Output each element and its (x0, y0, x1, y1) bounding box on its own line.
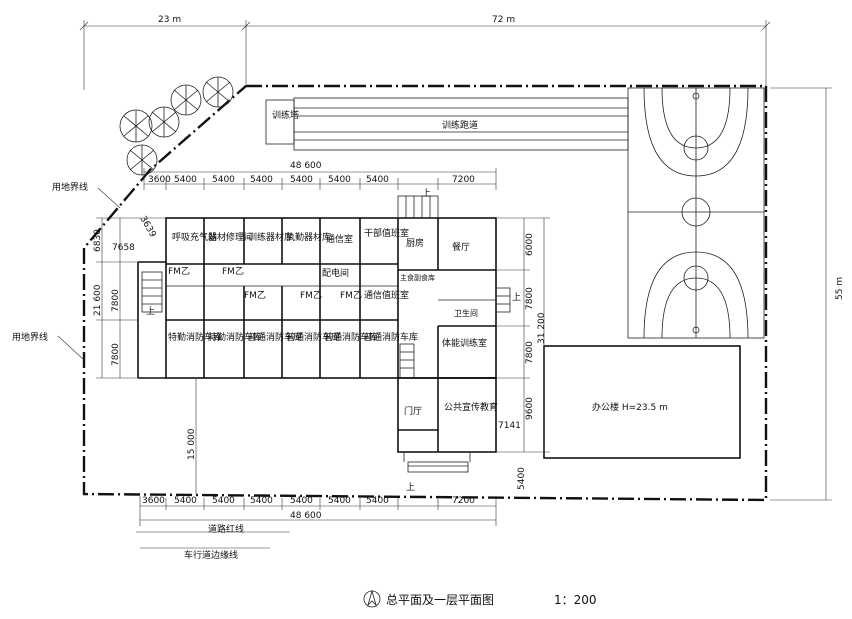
up-kitchen: 上 (422, 188, 431, 199)
door-tag-4: FM乙 (300, 290, 322, 301)
bay-top-1: 3600 (148, 175, 171, 185)
dim-r-31200: 31 200 (537, 312, 547, 344)
room-labels: 呼吸充气站 器材修理间 训练器材库 执勤器材库 通信室 干部值班室 厨房 餐厅 … (168, 227, 498, 417)
dim-r-7800-b: 7800 (525, 341, 535, 364)
drawing-scale: 1：200 (554, 593, 597, 607)
dim-55m: 55 m (835, 277, 845, 300)
bay-top-2: 5400 (174, 175, 197, 185)
site-labels: 用地界线 用地界线 道路红线 车行道边缘线 (12, 181, 290, 561)
office-building: 办公楼 H=23.5 m (543, 345, 741, 459)
dim-r-9600: 9600 (525, 397, 535, 420)
bay-top-4: 5400 (250, 175, 273, 185)
room-comm: 通信室 (326, 233, 353, 245)
dim-21600: 21 600 (93, 284, 103, 316)
top-dimension: 23 m 72 m (79, 15, 771, 96)
room-special-garage-2: 特勤消防车库 (208, 331, 262, 343)
dim-7141: 7141 (498, 421, 521, 431)
bay-top-6: 5400 (328, 175, 351, 185)
bay-bottom-7: 5400 (366, 496, 389, 506)
overall-width-bottom: 48 600 (290, 511, 322, 521)
bay-bottom-1: 3600 (142, 496, 165, 506)
up-west: 上 (146, 306, 155, 317)
overall-width-top: 48 600 (290, 161, 322, 171)
stair-kitchen (397, 195, 439, 219)
room-cadre-duty: 干部值班室 (364, 227, 409, 239)
room-comm-duty: 通信值班室 (364, 289, 409, 301)
room-dining: 餐厅 (452, 241, 470, 253)
dim-23m: 23 m (158, 15, 181, 25)
entrance-steps (407, 461, 469, 473)
dim-r-7800-a: 7800 (525, 287, 535, 310)
north-arrow-icon (363, 590, 381, 608)
bay-top-3: 5400 (212, 175, 235, 185)
stair-up-markers: 上 上 上 上 (146, 188, 521, 493)
room-staff-dining: 主食副食库 (400, 273, 435, 282)
room-equip-repair: 器材修理间 (208, 231, 253, 243)
trees (119, 76, 234, 176)
training-track-label: 训练跑道 (442, 119, 478, 131)
setback-dim: 15 000 (187, 378, 197, 494)
main-building (137, 195, 511, 473)
dim-72m: 72 m (492, 15, 515, 25)
room-power: 配电间 (322, 267, 349, 279)
room-breathing: 呼吸充气站 (172, 231, 217, 243)
room-duty-equip: 执勤器材库 (286, 231, 331, 243)
right-dimension: 55 m (770, 87, 845, 501)
bay-bottom-4: 5400 (250, 496, 273, 506)
room-normal-garage-1: 普通消防车库 (248, 331, 302, 343)
training-area: 训练塔 训练跑道 (265, 97, 629, 151)
office-label: 办公楼 H=23.5 m (592, 401, 668, 413)
up-east: 上 (512, 292, 521, 303)
bay-bottom-2: 5400 (174, 496, 197, 506)
bay-dims-bottom: 3600 5400 5400 5400 5400 5400 5400 7200 … (139, 496, 497, 526)
room-kitchen: 厨房 (406, 237, 424, 249)
door-tags: FM乙 FM乙 FM乙 FM乙 FM乙 (168, 266, 362, 301)
north-arrow-pointer (367, 589, 377, 607)
drawing-title: 总平面及一层平面图 (386, 593, 494, 607)
room-gym: 体能训练室 (442, 337, 487, 349)
site-line-label-lower: 用地界线 (12, 331, 48, 343)
road-red-line-label: 道路红线 (208, 523, 244, 535)
bay-bottom-5: 5400 (290, 496, 313, 506)
stair-center (399, 343, 415, 379)
dim-15000: 15 000 (187, 428, 197, 460)
room-normal-garage-3: 普通消防车库 (324, 331, 378, 343)
dim-7800-a: 7800 (111, 289, 121, 312)
bay-bottom-8: 7200 (452, 496, 475, 506)
room-special-garage-1: 特勤消防车库 (168, 331, 222, 343)
room-wc: 卫生间 (454, 308, 478, 318)
carriageway-label: 车行道边缘线 (184, 549, 238, 561)
door-tag-2: FM乙 (222, 266, 244, 277)
room-train-equip: 训练器材库 (248, 231, 293, 243)
bay-top-7: 5400 (366, 175, 389, 185)
room-lobby: 门厅 (404, 405, 422, 417)
bay-dims-top: 48 600 3600 5400 5400 5400 5400 5400 540… (143, 161, 497, 190)
door-tag-5: FM乙 (340, 290, 362, 301)
room-normal-garage-4: 普通消防车库 (364, 331, 418, 343)
dim-7800-b: 7800 (111, 343, 121, 366)
dim-7658: 7658 (112, 243, 135, 253)
door-tag-1: FM乙 (168, 266, 190, 277)
right-building-dims: 6000 7800 31 200 7800 9600 5400 7141 (496, 217, 550, 490)
bay-bottom-3: 5400 (212, 496, 235, 506)
title-block: 总平面及一层平面图 1：200 (363, 589, 597, 608)
room-public-edu: 公共宣传教育 (444, 401, 498, 413)
site-boundary (82, 84, 768, 502)
bay-top-5: 5400 (290, 175, 313, 185)
room-normal-garage-2: 普通消防车库 (286, 331, 340, 343)
bay-bottom-6: 5400 (328, 496, 351, 506)
training-tower-label: 训练塔 (272, 109, 299, 121)
basketball-courts (627, 87, 765, 339)
up-entrance: 上 (406, 482, 415, 493)
stair-west (141, 271, 163, 313)
dim-r-5400: 5400 (517, 467, 527, 490)
dim-r-6000: 6000 (525, 233, 535, 256)
site-line-label-upper: 用地界线 (52, 181, 88, 193)
door-tag-3: FM乙 (244, 290, 266, 301)
dim-6830: 6830 (93, 229, 103, 252)
stair-east (495, 287, 511, 313)
bay-top-8: 7200 (452, 175, 475, 185)
